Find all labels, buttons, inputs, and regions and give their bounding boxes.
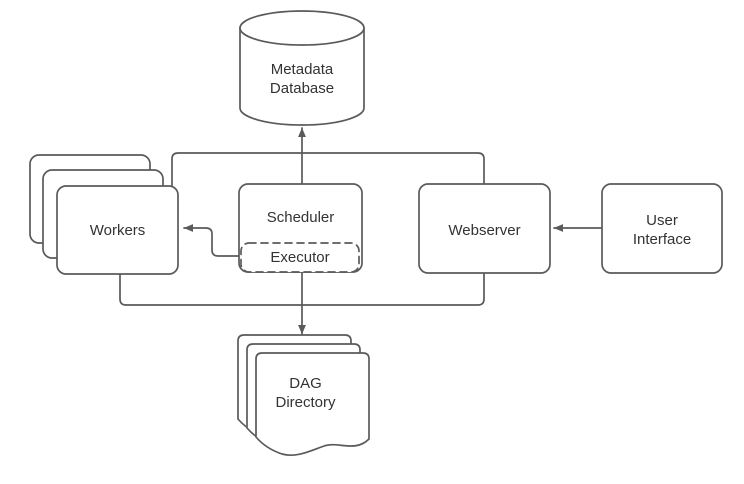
edge-workers-to-webserver-top <box>171 152 485 187</box>
user-interface-box <box>601 183 723 274</box>
node-executor[interactable] <box>240 242 360 273</box>
node-workers[interactable] <box>29 154 179 275</box>
webserver-box <box>418 183 551 274</box>
node-dag-directory[interactable] <box>237 334 370 456</box>
node-user-interface[interactable] <box>601 183 723 274</box>
workers-stack-front <box>56 185 179 275</box>
cylinder-top-ellipse <box>239 10 365 46</box>
executor-box <box>240 242 360 273</box>
cylinder-body <box>239 27 365 126</box>
edge-executor-to-workers <box>183 224 240 257</box>
node-webserver[interactable] <box>418 183 551 274</box>
node-metadata-database[interactable] <box>239 10 365 126</box>
dag-doc-front <box>255 352 370 456</box>
